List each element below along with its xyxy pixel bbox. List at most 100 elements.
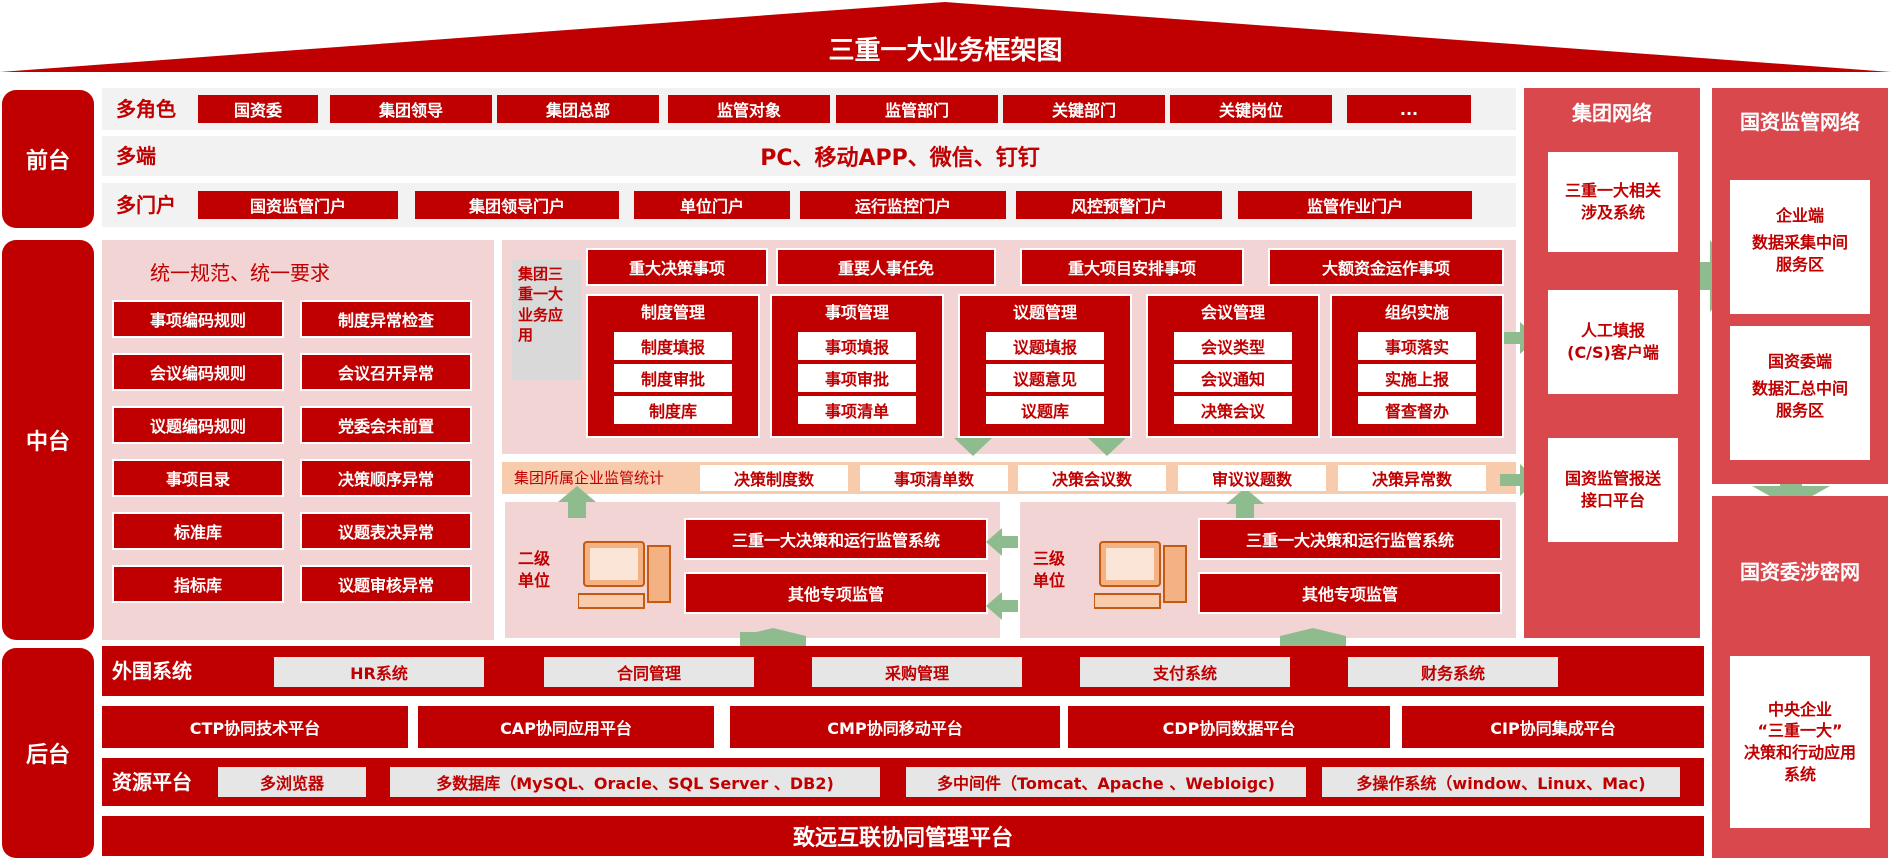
- rule-item: 决策顺序异常: [300, 459, 472, 497]
- module-sub: 事项填报: [798, 332, 916, 360]
- peripheral-item: 财务系统: [1348, 657, 1558, 687]
- level3-label: 三级单位: [1033, 549, 1066, 590]
- stat-item: 审议议题数: [1178, 465, 1326, 491]
- role-item: 集团总部: [497, 95, 659, 123]
- sasac-desc: 数据汇总中间服务区: [1751, 379, 1848, 420]
- peripheral-item: 支付系统: [1080, 657, 1290, 687]
- module-sub: 议题库: [986, 396, 1104, 424]
- rule-item: 标准库: [112, 512, 284, 550]
- module-title: 事项管理: [824, 303, 889, 322]
- stat-item: 事项清单数: [860, 465, 1008, 491]
- module-title: 制度管理: [640, 303, 705, 322]
- module-sub: 会议通知: [1174, 364, 1292, 392]
- sasac-network-title: 国资监管网络: [1740, 109, 1860, 134]
- enterprise-box: 企业端 数据采集中间服务区: [1730, 180, 1870, 314]
- role-item: ...: [1347, 95, 1471, 123]
- resource-item: 多中间件（Tomcat、Apache 、Webloigc): [906, 767, 1306, 797]
- ends-label: 多端: [116, 144, 156, 168]
- role-item: 集团领导: [330, 95, 492, 123]
- role-item: 关键部门: [1003, 95, 1165, 123]
- portal-item: 监管作业门户: [1238, 191, 1472, 219]
- section-front: 前台: [2, 90, 94, 228]
- sasac-name: 国资委端: [1767, 352, 1832, 371]
- module-title: 议题管理: [1012, 303, 1077, 322]
- rule-item: 指标库: [112, 565, 284, 603]
- decision-item: 重大项目安排事项: [1020, 248, 1244, 286]
- module-sub: 决策会议: [1174, 396, 1292, 424]
- portal-item: 运行监控门户: [800, 191, 1006, 219]
- module-title: 组织实施: [1384, 303, 1449, 322]
- module-sub: 事项清单: [798, 396, 916, 424]
- portals-label: 多门户: [116, 193, 176, 217]
- module-sub: 制度审批: [614, 364, 732, 392]
- peripheral-item: HR系统: [274, 657, 484, 687]
- rule-item: 议题表决异常: [300, 512, 472, 550]
- secret-network-title: 国资委涉密网: [1740, 559, 1860, 584]
- resource-item: 多操作系统（window、Linux、Mac): [1322, 767, 1680, 797]
- module-sub: 制度填报: [614, 332, 732, 360]
- peripheral-item: 采购管理: [812, 657, 1022, 687]
- role-item: 国资委: [198, 95, 318, 123]
- resource-label: 资源平台: [112, 770, 192, 794]
- portal-item: 集团领导门户: [415, 191, 619, 219]
- decision-item: 重大决策事项: [586, 248, 768, 286]
- app-label: 集团三重一大业务应用: [512, 260, 582, 380]
- decision-item: 重要人事任免: [776, 248, 996, 286]
- stat-item: 决策会议数: [1018, 465, 1166, 491]
- secret-app-line2: “三重一大”: [1757, 721, 1843, 741]
- role-item: 关键岗位: [1170, 95, 1332, 123]
- rules-title: 统一规范、统一要求: [150, 261, 330, 285]
- module-sub: 会议类型: [1174, 332, 1292, 360]
- enterprise-name: 企业端: [1775, 206, 1824, 225]
- stats-label: 集团所属企业监管统计: [514, 469, 665, 487]
- peripheral-item: 合同管理: [544, 657, 754, 687]
- resource-item: 多浏览器: [218, 767, 366, 797]
- secret-app-line1: 中央企业: [1767, 699, 1832, 719]
- ends-row: [102, 136, 1516, 176]
- level3-other: 其他专项监管: [1198, 572, 1502, 614]
- level2-other: 其他专项监管: [684, 572, 988, 614]
- portal-item: 风控预警门户: [1016, 191, 1222, 219]
- module-sub: 议题填报: [986, 332, 1104, 360]
- computer-icon: [1094, 541, 1187, 609]
- platform-item: CIP协同集成平台: [1402, 706, 1704, 748]
- roles-label: 多角色: [116, 97, 176, 121]
- roof-banner: [0, 2, 1891, 72]
- peripheral-label: 外围系统: [112, 659, 192, 683]
- rule-item: 事项编码规则: [112, 300, 284, 338]
- section-back: 后台: [2, 648, 94, 858]
- module-sub: 实施上报: [1358, 364, 1476, 392]
- group-network-title: 集团网络: [1572, 100, 1652, 125]
- portal-item: 单位门户: [634, 191, 790, 219]
- level3-system: 三重一大决策和运行监管系统: [1198, 518, 1502, 560]
- level2-system: 三重一大决策和运行监管系统: [684, 518, 988, 560]
- platform-item: CDP协同数据平台: [1068, 706, 1390, 748]
- rule-item: 事项目录: [112, 459, 284, 497]
- page-title: 三重一大业务框架图: [828, 35, 1063, 66]
- secret-app-box: 中央企业 “三重一大” 决策和行动应用系统: [1730, 656, 1870, 828]
- role-item: 监管对象: [668, 95, 830, 123]
- decision-item: 大额资金运作事项: [1268, 248, 1504, 286]
- module-sub: 制度库: [614, 396, 732, 424]
- group-network-box: 人工填报(C/S)客户端: [1548, 290, 1678, 394]
- stat-item: 决策制度数: [700, 465, 848, 491]
- footer-platform: 致远互联协同管理平台: [102, 816, 1704, 856]
- rule-item: 议题审核异常: [300, 565, 472, 603]
- computer-icon: [578, 541, 671, 609]
- module-title: 会议管理: [1200, 303, 1265, 322]
- level2-label: 二级单位: [518, 549, 551, 590]
- rule-item: 议题编码规则: [112, 406, 284, 444]
- module-sub: 事项落实: [1358, 332, 1476, 360]
- role-item: 监管部门: [836, 95, 998, 123]
- group-network-box: 国资监管报送接口平台: [1548, 438, 1678, 542]
- stat-item: 决策异常数: [1338, 465, 1486, 491]
- resource-item: 多数据库（MySQL、Oracle、SQL Server 、DB2): [390, 767, 880, 797]
- platform-item: CTP协同技术平台: [102, 706, 408, 748]
- rule-item: 会议召开异常: [300, 353, 472, 391]
- enterprise-desc: 数据采集中间服务区: [1751, 233, 1848, 274]
- sasac-box: 国资委端 数据汇总中间服务区: [1730, 326, 1870, 460]
- module-sub: 议题意见: [986, 364, 1104, 392]
- rule-item: 党委会未前置: [300, 406, 472, 444]
- secret-app-line3: 决策和行动应用系统: [1743, 743, 1856, 784]
- portal-item: 国资监管门户: [198, 191, 398, 219]
